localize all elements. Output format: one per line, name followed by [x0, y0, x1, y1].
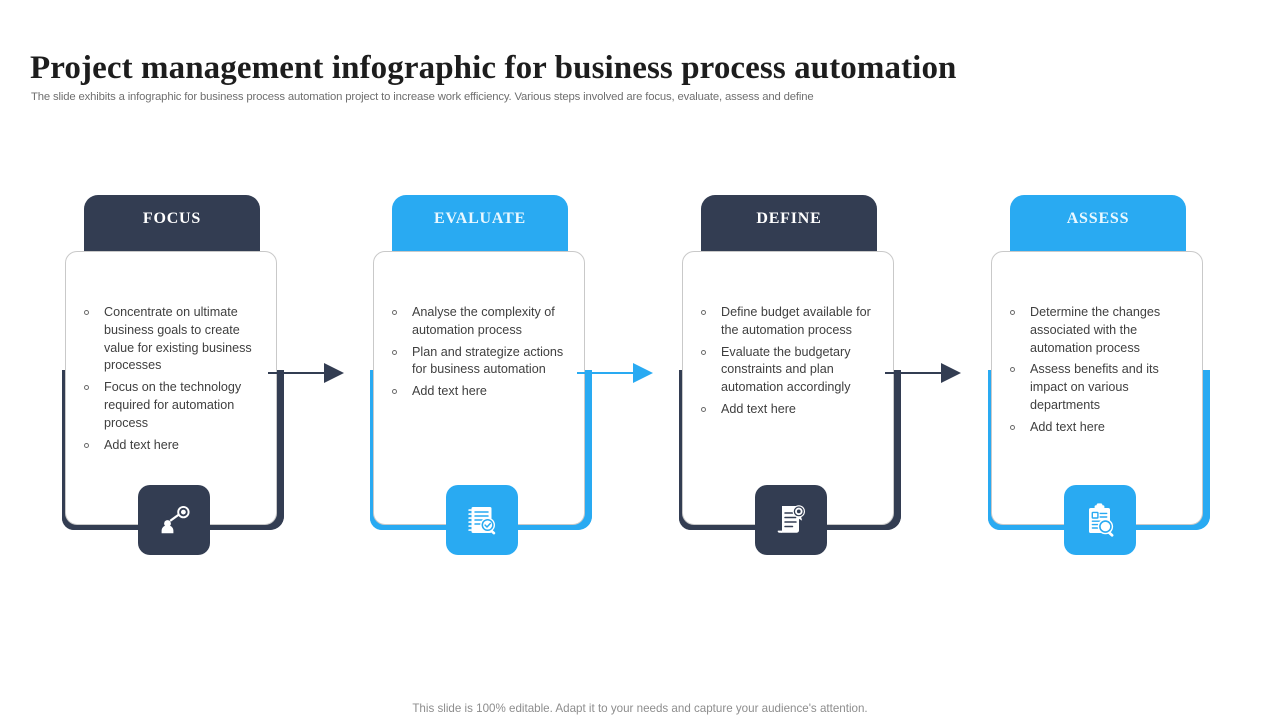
bullet-text: Focus on the technology required for aut…	[104, 380, 242, 430]
bullet-circle-icon	[84, 310, 89, 315]
connector-define-to-assess	[885, 363, 963, 383]
list-item: Add text here	[79, 437, 268, 455]
connector-shaft	[268, 372, 326, 374]
step-icon-tile-evaluate[interactable]	[446, 485, 518, 555]
connector-shaft	[577, 372, 635, 374]
step-label-evaluate: EVALUATE	[433, 210, 527, 227]
list-item: Plan and strategize actions for business…	[387, 344, 576, 380]
step-tab-define[interactable]: DEFINE	[701, 195, 877, 253]
arrow-head-icon	[324, 363, 344, 383]
arrow-head-icon	[941, 363, 961, 383]
list-item: Determine the changes associated with th…	[1005, 304, 1194, 357]
bullet-text: Determine the changes associated with th…	[1030, 305, 1161, 355]
bullet-list-assess: Determine the changes associated with th…	[1005, 304, 1194, 441]
connector-focus-to-evaluate	[268, 363, 346, 383]
list-item: Focus on the technology required for aut…	[79, 379, 268, 432]
list-item: Add text here	[696, 401, 885, 419]
step-icon-tile-assess[interactable]	[1064, 485, 1136, 555]
bullet-text: Add text here	[104, 437, 179, 452]
step-card-focus[interactable]: FOCUS Concentrate on ultimate business g…	[62, 195, 327, 555]
bullet-circle-icon	[701, 349, 706, 355]
bullet-list-define: Define budget available for the automati…	[696, 304, 885, 423]
step-content-card-assess: Determine the changes associated with th…	[991, 251, 1203, 525]
bullet-text: Assess benefits and its impact on variou…	[1030, 362, 1159, 412]
connector-evaluate-to-define	[577, 363, 655, 383]
bullet-text: Plan and strategize actions for business…	[412, 344, 564, 377]
bullet-text: Add text here	[721, 401, 796, 416]
step-tab-focus[interactable]: FOCUS	[84, 195, 260, 253]
clipboard-magnifier-icon	[1080, 500, 1120, 540]
step-content-card-define: Define budget available for the automati…	[682, 251, 894, 525]
list-item: Concentrate on ultimate business goals t…	[79, 304, 268, 375]
bullet-circle-icon	[1010, 367, 1015, 373]
bullet-circle-icon	[84, 385, 89, 391]
bullet-circle-icon	[392, 349, 397, 355]
bullet-circle-icon	[392, 310, 397, 315]
step-tab-assess[interactable]: ASSESS	[1010, 195, 1186, 253]
step-content-card-focus: Concentrate on ultimate business goals t…	[65, 251, 277, 525]
step-card-evaluate[interactable]: EVALUATE Analyse the complexity of autom…	[370, 195, 635, 555]
page-subtitle: The slide exhibits a infographic for bus…	[31, 91, 814, 104]
list-item: Define budget available for the automati…	[696, 304, 885, 340]
bullet-text: Add text here	[412, 384, 487, 399]
step-icon-tile-define[interactable]	[755, 485, 827, 555]
bullet-list-focus: Concentrate on ultimate business goals t…	[79, 304, 268, 458]
list-item: Add text here	[387, 383, 576, 401]
bullet-text: Add text here	[1030, 419, 1105, 434]
step-card-assess[interactable]: ASSESS Determine the changes associated …	[988, 195, 1253, 555]
step-tab-evaluate[interactable]: EVALUATE	[392, 195, 568, 253]
bullet-text: Define budget available for the automati…	[721, 305, 871, 337]
list-item: Evaluate the budgetary constraints and p…	[696, 344, 885, 397]
bullet-text: Concentrate on ultimate business goals t…	[104, 305, 252, 373]
bullet-circle-icon	[701, 310, 706, 315]
page-title: Project management infographic for busin…	[30, 50, 957, 87]
bullet-text: Analyse the complexity of automation pro…	[412, 305, 555, 337]
list-item: Assess benefits and its impact on variou…	[1005, 361, 1194, 414]
certificate-seal-icon	[771, 500, 811, 540]
notebook-magnifier-check-icon	[462, 500, 502, 540]
bullet-text: Evaluate the budgetary constraints and p…	[721, 344, 851, 395]
step-icon-tile-focus[interactable]	[138, 485, 210, 555]
step-label-focus: FOCUS	[142, 210, 202, 227]
bullet-circle-icon	[84, 442, 89, 448]
step-label-define: DEFINE	[756, 210, 822, 227]
bullet-circle-icon	[701, 406, 706, 412]
bullet-circle-icon	[1010, 424, 1015, 430]
step-content-card-evaluate: Analyse the complexity of automation pro…	[373, 251, 585, 525]
bullet-circle-icon	[1010, 310, 1015, 315]
step-label-assess: ASSESS	[1066, 210, 1130, 227]
connector-shaft	[885, 372, 943, 374]
list-item: Analyse the complexity of automation pro…	[387, 304, 576, 340]
step-card-define[interactable]: DEFINE Define budget available for the a…	[679, 195, 944, 555]
person-target-icon	[154, 500, 194, 540]
list-item: Add text here	[1005, 419, 1194, 437]
bullet-list-evaluate: Analyse the complexity of automation pro…	[387, 304, 576, 405]
bullet-circle-icon	[392, 389, 397, 395]
arrow-head-icon	[633, 363, 653, 383]
footer-note: This slide is 100% editable. Adapt it to…	[412, 702, 868, 715]
